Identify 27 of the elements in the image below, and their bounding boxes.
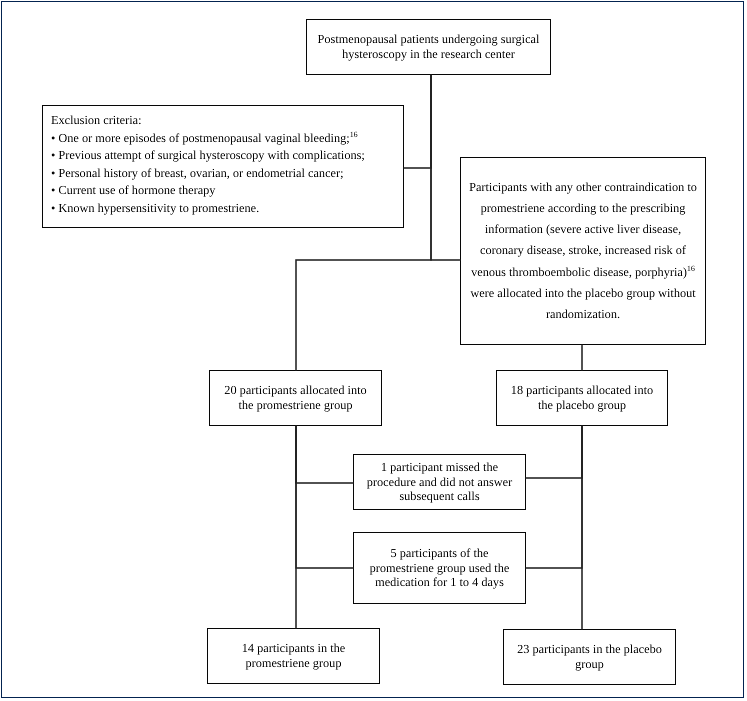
box-text: 1 participant missed the procedure and did not answer subsequent calls — [366, 460, 514, 504]
box-text: 5 participants of the promestriene group used the medication for 1 to 4 days — [368, 546, 510, 590]
process-box — [353, 532, 526, 604]
connector-line — [295, 426, 297, 628]
box-text: 18 participants allocated into the placebo group — [510, 383, 654, 413]
bullet-item: • One or more episodes of postmenopausal vaginal bleeding;$^{16}$ — [51, 130, 359, 147]
box-text: Participants with any other contraindication to promestriene according to the prescribing information (severe active liver disease, coronary disease, stroke, increased risk of venous thromboembolic disease, porphyria)$^{16}$ were allocated into the placebo group without randomization. — [468, 179, 698, 323]
connector-line — [581, 426, 583, 629]
criteria-box — [42, 105, 404, 228]
process-box — [503, 629, 676, 685]
bullet-item: • Known hypersensitivity to promestriene. — [51, 200, 260, 217]
process-box — [353, 454, 526, 510]
connector-line — [430, 75, 460, 261]
box-text: 14 participants in the promestriene group — [240, 641, 346, 671]
bullet-item: • Current use of hormone therapy — [51, 182, 216, 200]
box-heading: Exclusion criteria: — [51, 112, 142, 129]
box-text: 23 participants in the placebo group — [516, 642, 663, 672]
process-box — [460, 157, 706, 345]
process-box — [306, 19, 551, 75]
process-box — [496, 370, 668, 426]
connector-line — [581, 345, 583, 370]
box-text: 20 participants allocated into the promestriene group — [223, 383, 368, 413]
bullet-item: • Personal history of breast, ovarian, or endometrial cancer; — [51, 164, 344, 182]
bullet-item: • Previous attempt of surgical hysteroscopy with complications; — [51, 147, 366, 164]
box-text: Postmenopausal patients undergoing surgical hysteroscopy in the research center — [316, 32, 540, 62]
process-box — [207, 628, 380, 684]
process-box — [209, 370, 382, 426]
